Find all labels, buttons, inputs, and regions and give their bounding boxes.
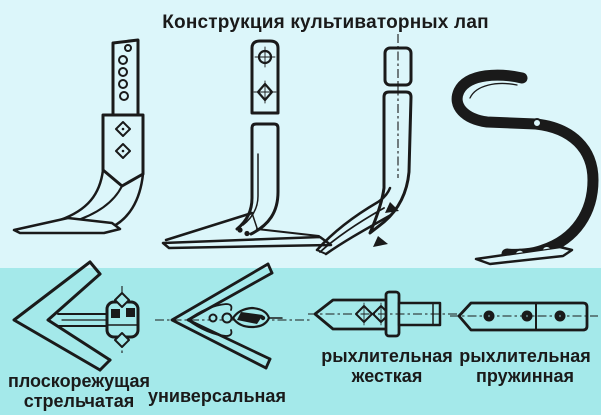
bolt-hole-icon bbox=[118, 67, 128, 77]
figure-label-line: рыхлительная bbox=[321, 346, 453, 366]
bolt-head-icon bbox=[385, 202, 399, 213]
rivet-icon bbox=[208, 313, 218, 323]
blade-side bbox=[161, 235, 333, 250]
diamond-hole-icon bbox=[114, 332, 130, 348]
figure-label-line: стрельчатая bbox=[23, 391, 135, 411]
figure-label-line: рыхлительная bbox=[459, 346, 591, 366]
figure-label-flat-cutting: плоскорежущая стрельчатая bbox=[0, 371, 158, 411]
lower-cyan-band bbox=[0, 268, 601, 415]
pivot-bolt-icon bbox=[532, 118, 542, 128]
bolt-hole-icon bbox=[124, 44, 132, 52]
spring-coil-outline bbox=[451, 69, 599, 260]
shank-upper bbox=[111, 38, 140, 117]
figure-flat-cutting-sweep-side-view bbox=[12, 38, 145, 235]
blade-side bbox=[12, 216, 122, 235]
figure-rigid-chisel-side-view bbox=[315, 34, 413, 256]
figure-label-spring: рыхлительная пружинная bbox=[448, 346, 601, 386]
figure-flat-cutting-sweep-top-view bbox=[12, 260, 140, 372]
rivet-icon bbox=[541, 245, 552, 251]
rivet-icon bbox=[514, 248, 525, 255]
sweep-outer-edge bbox=[170, 262, 270, 370]
figure-rigid-chisel-top-view bbox=[308, 290, 462, 338]
sweep-outer-edge bbox=[12, 260, 102, 372]
bolt-hole-icon bbox=[118, 55, 128, 65]
figure-universal-sweep-side-view bbox=[161, 39, 333, 250]
blade-edge bbox=[315, 186, 392, 252]
bolt-hole-icon bbox=[119, 91, 129, 101]
figure-label-line: плоскорежущая bbox=[7, 371, 151, 391]
bolt-head-icon bbox=[373, 236, 388, 247]
figure-label-line: пружинная bbox=[476, 366, 574, 386]
wing-edge bbox=[164, 211, 254, 242]
bolt-hole-icon bbox=[118, 79, 128, 89]
figure-spring-tine-top-view bbox=[450, 301, 598, 332]
figure-label-line: универсальная bbox=[148, 386, 286, 406]
shank-body bbox=[368, 90, 413, 235]
figure-label-line: жесткая bbox=[351, 366, 423, 386]
figure-universal-sweep-top-view bbox=[155, 262, 310, 370]
figure-label-universal: универсальная bbox=[142, 386, 292, 406]
page-title: Конструкция культиваторных лап bbox=[162, 12, 489, 33]
diamond-hole-icon bbox=[114, 292, 130, 308]
rivet-icon bbox=[221, 312, 233, 324]
stem-bar bbox=[57, 313, 108, 327]
rivet-icon bbox=[244, 230, 250, 237]
rivet-icon bbox=[237, 227, 243, 233]
shank-lower bbox=[249, 122, 280, 236]
figure-spring-tine-side-view bbox=[451, 69, 599, 266]
sweep-inner-edge bbox=[46, 272, 112, 362]
figure-label-rigid: рыхлительная жесткая bbox=[312, 346, 462, 386]
